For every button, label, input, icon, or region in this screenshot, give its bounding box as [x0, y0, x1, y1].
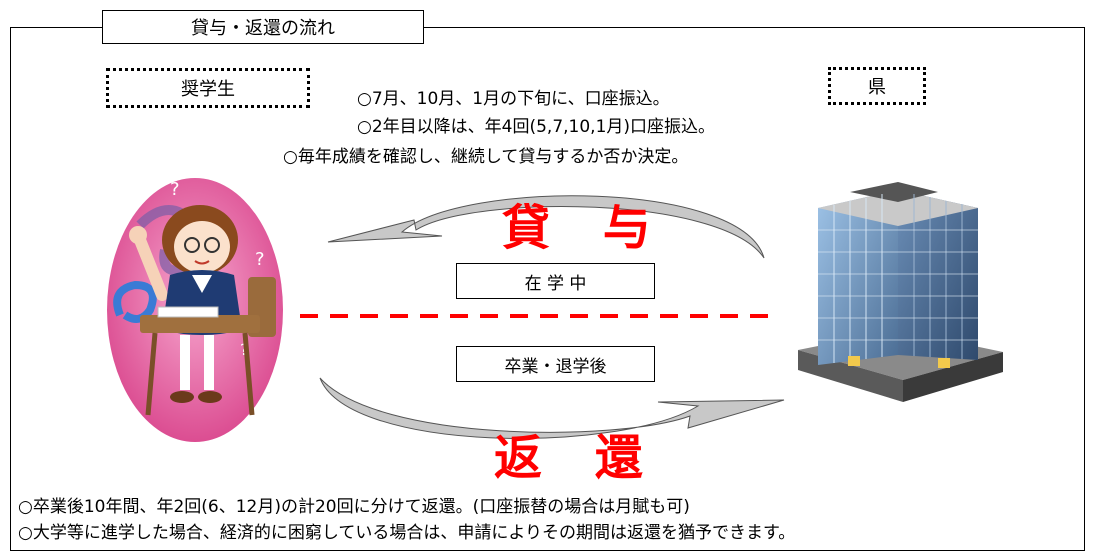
student-illustration: ? ? ?	[107, 178, 283, 442]
loan-arrow	[327, 195, 765, 259]
note-2: ○2年目以降は、年4回(5,7,10,1月)口座振込。	[357, 117, 716, 137]
repay-arrow	[319, 377, 785, 439]
flow-frame	[10, 27, 1085, 551]
in-school-label: 在 学 中	[524, 273, 587, 294]
footer-note-1: ○卒業後10年間、年2回(6、12月)の計20回に分けて返還。(口座振替の場合は…	[18, 497, 690, 517]
svg-text:?: ?	[170, 179, 180, 200]
student-label-box: 奨学生	[106, 68, 310, 108]
loan-label: 貸 与	[502, 200, 669, 256]
student-label: 奨学生	[181, 79, 235, 100]
footer-note-2: ○大学等に進学した場合、経済的に困窮している場合は、申請によりその期間は返還を猶…	[18, 523, 796, 543]
note-3: ○毎年成績を確認し、継続して貸与するか否か決定。	[283, 147, 689, 167]
note-1: ○7月、10月、1月の下旬に、口座振込。	[357, 89, 670, 109]
divider-dashed-line	[300, 314, 778, 318]
in-school-box: 在 学 中	[456, 263, 655, 299]
after-graduation-label: 卒業・退学後	[504, 356, 607, 377]
page-title: 貸与・返還の流れ	[102, 10, 424, 44]
prefecture-label-box: 県	[828, 67, 926, 105]
office-building-illustration	[798, 182, 1003, 402]
repay-label: 返 還	[494, 430, 661, 486]
after-graduation-box: 卒業・退学後	[456, 346, 655, 382]
prefecture-label: 県	[868, 77, 886, 98]
svg-text:?: ?	[255, 249, 265, 270]
